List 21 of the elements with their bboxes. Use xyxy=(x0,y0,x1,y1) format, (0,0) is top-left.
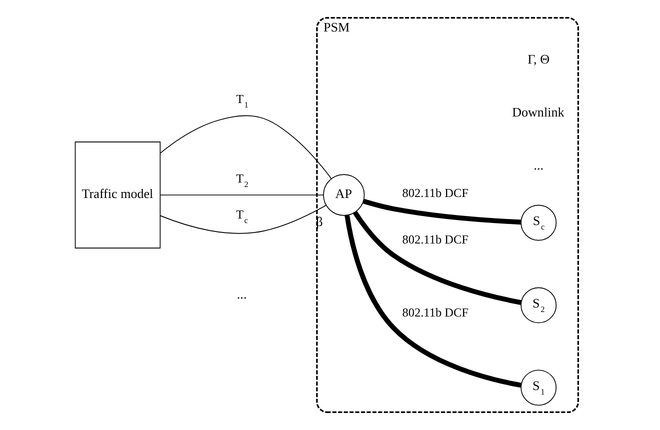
connector xyxy=(344,214,522,388)
node-circle: AP xyxy=(323,174,365,216)
connector xyxy=(362,198,522,225)
edge-label: 802.11b DCF xyxy=(402,186,468,200)
edge-label: 802.11b DCF xyxy=(402,305,468,320)
edge-label: 802.11b DCF xyxy=(402,232,468,247)
node-circle: S$_{2}$ xyxy=(520,287,557,324)
connector xyxy=(160,115,332,180)
connector xyxy=(160,194,324,196)
label: Γ, Θ xyxy=(528,51,550,66)
connector xyxy=(352,210,522,305)
edge-label: T$_{2}$ xyxy=(236,171,248,189)
edge-label: T$_{c}$ xyxy=(236,207,248,225)
edge-label: T$_{1}$ xyxy=(236,92,248,110)
node-circle: S$_{c}$ xyxy=(520,204,557,241)
label: ... xyxy=(534,158,544,173)
label: Downlink xyxy=(512,104,564,120)
node-box: Traffic model xyxy=(74,142,161,248)
connector xyxy=(160,204,327,234)
label: ... xyxy=(236,286,247,302)
node-circle: S$_{1}$ xyxy=(520,370,557,406)
